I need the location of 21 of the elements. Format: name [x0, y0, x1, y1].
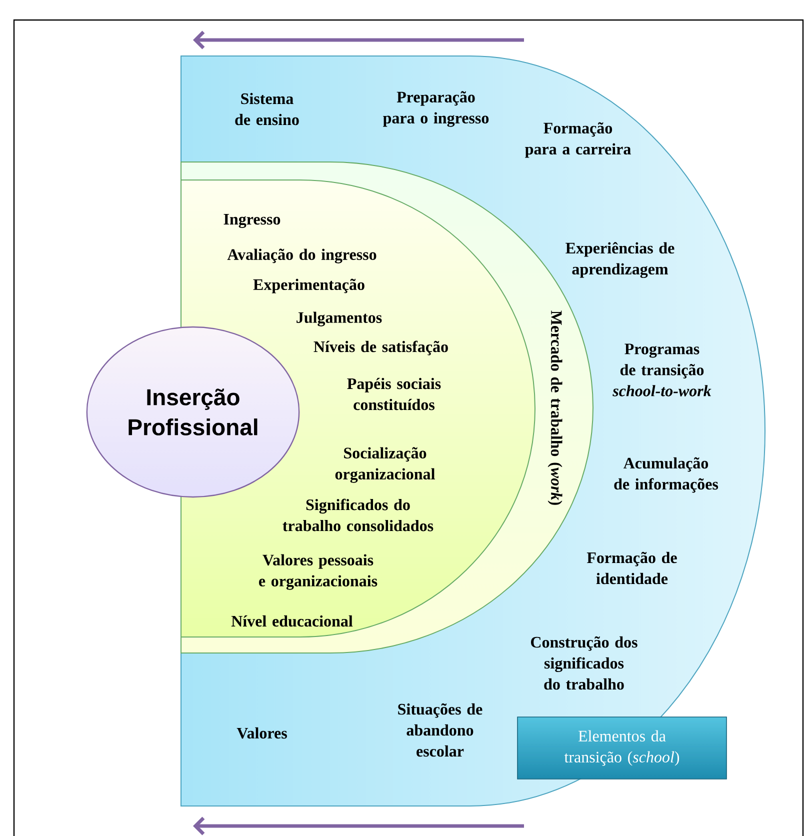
item-label: Sistema de ensino: [235, 92, 299, 126]
item-label: Formação de identidade: [586, 552, 677, 584]
item-label: Valores: [236, 727, 287, 739]
item-label: Experimentação: [253, 278, 364, 294]
item-label: Programas de transição school-to-work: [612, 344, 712, 396]
item-label: Situações de abandono escolar: [398, 703, 482, 757]
item-label: Papéis sociais constituídos: [347, 378, 441, 410]
item-label: Ingresso: [224, 214, 280, 228]
item-label: Acumulação de informações: [614, 457, 718, 493]
item-label: Níveis de satisfação: [314, 340, 448, 356]
item-label: Significados do trabalho consolidados: [282, 498, 434, 532]
item-label: Construção dos significados do trabalho: [531, 636, 638, 690]
item-label: Preparação para o ingresso: [383, 91, 489, 127]
band-title: Mercado de trabalho (work): [548, 310, 562, 505]
item-label: Formação para a carreira: [525, 122, 631, 158]
item-label: Avaliação do ingresso: [227, 248, 376, 264]
item-label: Experiências de aprendizagem: [566, 242, 674, 278]
item-label: Nível educacional: [231, 615, 353, 627]
item-label: Socialização organizacional: [335, 447, 435, 483]
item-label: Julgamentos: [296, 312, 382, 326]
item-label: Valores pessoais e organizacionais: [259, 554, 378, 590]
